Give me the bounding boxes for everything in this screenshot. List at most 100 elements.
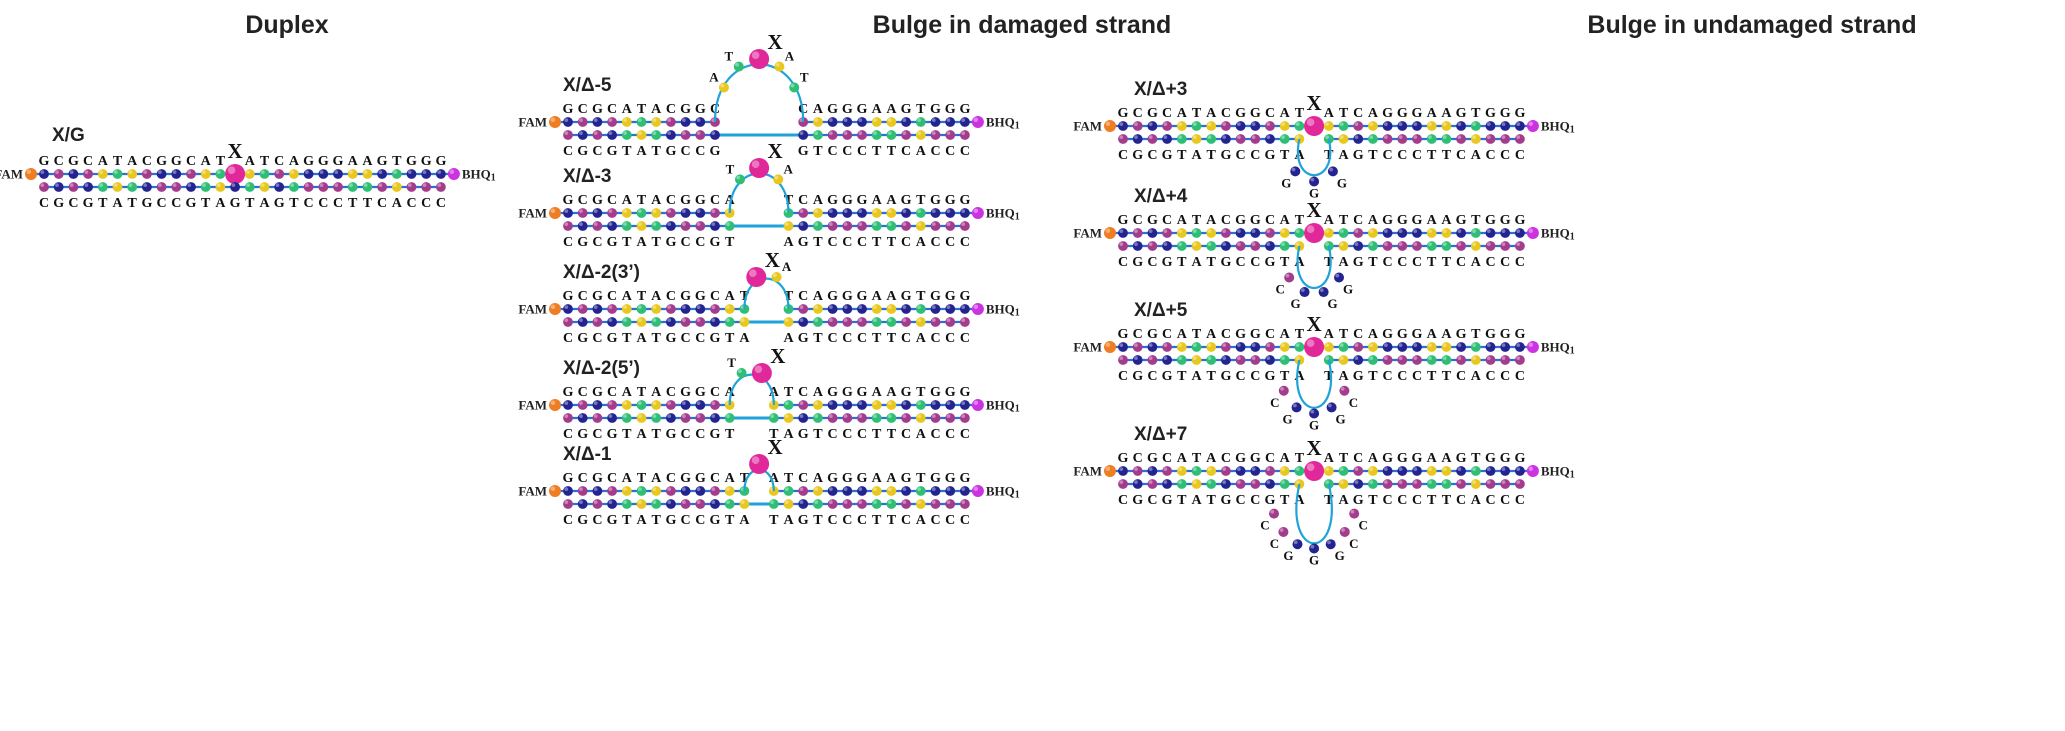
nucleotide-C [1265, 228, 1275, 238]
base-letter: A [1471, 148, 1482, 163]
base-letter: C [1133, 106, 1143, 121]
nucleotide-C [842, 130, 853, 140]
base-letter: C [1250, 493, 1260, 508]
nucleotide-G [1500, 121, 1511, 131]
base-letter: T [725, 331, 735, 346]
nucleotide-G [1500, 466, 1511, 476]
base-letter: C [1353, 106, 1363, 121]
base-letter: C [695, 513, 705, 528]
nucleotide-C [901, 499, 911, 509]
base-letter: T [872, 513, 882, 528]
base-letter: C [945, 144, 955, 159]
nucleotide-T [813, 499, 823, 509]
nucleotide-C [607, 486, 617, 496]
base-letter: C [1236, 255, 1246, 270]
nucleotide-G [1353, 355, 1364, 365]
nucleotide-C [1353, 121, 1364, 131]
base-letter: G [1485, 451, 1496, 466]
nucleotide-G [798, 499, 809, 509]
bulge-nucleotide-G [1318, 287, 1329, 298]
base-letter: A [1368, 451, 1379, 466]
base-letter: G [1220, 493, 1231, 508]
nucleotide-A [871, 208, 882, 218]
panel-label: X/Δ-3 [563, 166, 612, 187]
panel-label: X/Δ+7 [1134, 424, 1187, 445]
nucleotide-T [1176, 355, 1187, 365]
base-letter: G [1220, 369, 1231, 384]
base-letter: G [1250, 327, 1261, 342]
base-letter: C [1515, 493, 1525, 508]
base-letter: C [1485, 493, 1495, 508]
base-letter: T [740, 289, 750, 304]
base-letter: G [842, 385, 853, 400]
nucleotide-A [1426, 121, 1437, 131]
base-letter: C [1118, 369, 1128, 384]
nucleotide-A [621, 117, 632, 127]
nucleotide-G [1485, 228, 1496, 238]
nucleotide-A [1368, 466, 1378, 476]
lesion-label: X [1307, 436, 1322, 460]
nucleotide-G [1132, 479, 1143, 489]
nucleotide-C [930, 130, 941, 140]
nucleotide-G [960, 208, 970, 218]
nucleotide-A [813, 400, 823, 410]
base-letter: C [828, 427, 838, 442]
base-letter: T [1442, 255, 1452, 270]
nucleotide-A [915, 221, 926, 231]
base-letter: G [563, 102, 574, 117]
bhq-subscript: 1 [491, 173, 496, 184]
base-letter: C [563, 427, 573, 442]
base-letter: T [622, 513, 632, 528]
base-letter: G [842, 471, 853, 486]
nucleotide-A [636, 130, 647, 140]
nucleotide-C [1132, 466, 1143, 476]
nucleotide-G [607, 130, 617, 140]
base-letter: A [872, 102, 883, 117]
base-letter: C [1250, 148, 1260, 163]
nucleotide-G [1221, 134, 1231, 144]
base-letter: C [406, 196, 416, 211]
nucleotide-G [1221, 241, 1231, 251]
nucleotide-T [915, 400, 926, 410]
base-letter: G [1118, 327, 1129, 342]
nucleotide-G [607, 317, 617, 327]
base-letter: G [592, 385, 603, 400]
base-letter: G [959, 385, 970, 400]
nucleotide-G [666, 413, 676, 423]
fam-label: FAM [1073, 464, 1102, 479]
nucleotide-G [960, 304, 970, 314]
base-letter: G [665, 513, 676, 528]
nucleotide-A [1368, 228, 1378, 238]
nucleotide-T [621, 130, 632, 140]
nucleotide-C [1118, 479, 1128, 489]
nucleotide-A [1441, 466, 1452, 476]
nucleotide-G [1118, 228, 1128, 238]
bhq-label: BHQ1 [986, 115, 1020, 132]
base-letter: G [1514, 106, 1525, 121]
bhq-subscript: 1 [1570, 125, 1575, 136]
fam-label: FAM [518, 302, 547, 317]
base-letter: G [563, 193, 574, 208]
base-letter: C [1221, 327, 1231, 342]
base-letter: C [901, 235, 911, 250]
bulge-base-letter: C [1260, 518, 1269, 533]
nucleotide-T [651, 221, 662, 231]
base-letter: G [710, 235, 721, 250]
base-letter: A [916, 331, 927, 346]
nucleotide-T [886, 221, 897, 231]
base-letter: C [960, 427, 970, 442]
nucleotide-G [857, 400, 867, 410]
fam-label: FAM [0, 167, 23, 182]
base-letter: C [828, 235, 838, 250]
fam-label: FAM [518, 398, 547, 413]
base-letter: G [827, 289, 838, 304]
base-letter: G [1265, 369, 1276, 384]
nucleotide-C [930, 317, 941, 327]
lesion-label: X [765, 248, 780, 272]
nucleotide-T [1191, 121, 1202, 131]
base-letter: T [1471, 451, 1481, 466]
base-letter: G [930, 385, 941, 400]
base-letter: A [201, 154, 212, 169]
base-letter: G [577, 513, 588, 528]
panel-label: X/G [52, 125, 85, 146]
